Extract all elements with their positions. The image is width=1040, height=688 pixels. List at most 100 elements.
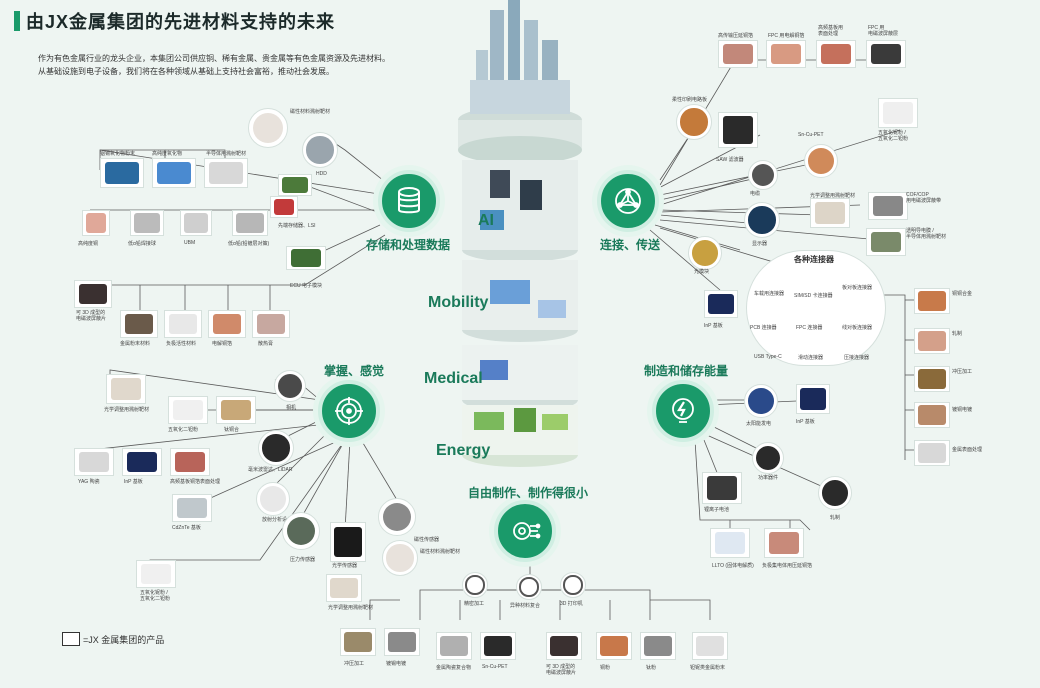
label-inp-connect: InP 基板 bbox=[704, 323, 723, 329]
product-fpc-shield bbox=[866, 40, 906, 68]
product-zro2 bbox=[878, 98, 918, 128]
label-sn-cu-pet-create: Sn-Cu-PET bbox=[482, 664, 508, 670]
network-globe-icon bbox=[615, 188, 641, 214]
li-battery-image bbox=[702, 472, 742, 504]
label-conn-sim: SIM/SD 卡连接器 bbox=[794, 293, 833, 299]
product-copper-powder bbox=[596, 632, 632, 660]
label-inp-sense: InP 基板 bbox=[124, 479, 143, 485]
label-radiation: 放射分析设备 bbox=[262, 517, 293, 523]
label-sn-cu-pet: Sn-Cu-PET bbox=[798, 132, 824, 138]
label-hf-foil: 高传输压延铜箔 bbox=[718, 33, 754, 39]
product-ta-powder bbox=[136, 560, 176, 588]
product-hp-foil bbox=[816, 40, 856, 68]
hub-create-label: 自由制作、制作得很小 bbox=[468, 486, 589, 500]
label-hdd: HDD bbox=[316, 171, 327, 177]
product-optical-target-sense bbox=[106, 374, 146, 404]
composite-cube-icon bbox=[516, 574, 542, 600]
product-titanium-copper bbox=[216, 396, 256, 424]
hub-sense bbox=[318, 380, 380, 442]
label-ta-powder: 五氧化铌粉 / 五氧化二钽粉 bbox=[140, 590, 171, 602]
label-optical-target: 光学调整用溅射靶材 bbox=[810, 193, 856, 199]
tower-svg bbox=[458, 0, 582, 467]
label-pressure: 压力传感器 bbox=[290, 557, 316, 563]
label-print3d: 3D 打印机 bbox=[560, 601, 583, 607]
product-recycle bbox=[914, 440, 950, 466]
product-lltc bbox=[710, 528, 750, 558]
label-opt-target2: 光学调整用溅射靶材 bbox=[328, 605, 374, 611]
label-semi-target: 半导体用溅射靶材 bbox=[206, 151, 247, 157]
product-magnetic-target-sense bbox=[382, 540, 418, 576]
label-storage-lsi: 先端存储器、LSI bbox=[278, 223, 316, 229]
hub-sense-label: 掌握、感觉 bbox=[324, 364, 385, 378]
label-plating-connect: 镀铜电镀 bbox=[952, 407, 973, 413]
connectors-panel bbox=[746, 250, 886, 366]
gear-circuit-icon bbox=[513, 522, 541, 540]
label-cathode-power: 负极集电体用压延铜箔 bbox=[762, 563, 813, 569]
product-fpc-foil bbox=[766, 40, 806, 68]
solar-panel-image bbox=[744, 384, 778, 418]
database-icon bbox=[398, 187, 420, 214]
product-press-create bbox=[340, 628, 376, 656]
product-rolled-copper bbox=[82, 210, 110, 236]
label-conn-wire: 线对板连接器 bbox=[842, 325, 873, 331]
label-conn-auto: 车载用连接器 bbox=[754, 291, 785, 297]
product-low-alpha bbox=[130, 210, 164, 236]
label-copper-powder: 铜粉 bbox=[600, 665, 611, 671]
label-cathode: 负极活性材料 bbox=[166, 341, 197, 347]
product-plating-connect bbox=[914, 402, 950, 428]
transceiver-image bbox=[688, 236, 722, 270]
label-fpc-shield: FPC 用 电磁波屏蔽层 bbox=[868, 25, 899, 37]
saw-filter-image bbox=[718, 112, 758, 148]
product-electrolytic bbox=[208, 310, 246, 338]
label-conn-pcb: PCB 连接器 bbox=[750, 325, 777, 331]
product-ito-powder bbox=[100, 158, 144, 188]
label-cof: COF/COP 用电磁波屏蔽带 bbox=[906, 192, 942, 204]
label-metal-piece: 金属粉末材料 bbox=[120, 341, 151, 347]
label-conn-board: 板对板连接器 bbox=[842, 285, 873, 291]
radar-target-icon bbox=[335, 397, 363, 425]
label-lltc: LLTO (固体电解质) bbox=[712, 563, 754, 569]
magnifier-tool-icon bbox=[462, 572, 488, 598]
product-rolling bbox=[914, 328, 950, 354]
product-ti-powder bbox=[640, 632, 676, 660]
printer-3d-icon bbox=[560, 572, 586, 598]
label-micro: 精密加工 bbox=[464, 601, 485, 607]
product-metal-piece bbox=[120, 310, 158, 338]
product-semi-target bbox=[204, 158, 248, 188]
label-amorphous: 钽铌类金属粉末 bbox=[690, 665, 726, 671]
product-cathode-power bbox=[764, 528, 804, 558]
label-cdznte: CdZnTe 基板 bbox=[172, 525, 201, 531]
label-li-battery: 锂离子电池 bbox=[704, 507, 730, 513]
ecu-module-image bbox=[286, 246, 326, 270]
radiation-device-image bbox=[256, 482, 290, 516]
product-fpc-3d-create bbox=[546, 632, 582, 660]
label-hf-oxide: 高纯度氧化物 bbox=[152, 151, 183, 157]
lightning-bulb-icon bbox=[672, 398, 694, 423]
product-sn-cu-pet-create bbox=[480, 632, 516, 660]
label-transparent: 透明导电膜 / 半导体用溅射靶材 bbox=[906, 228, 947, 240]
label-bar-copper: 铜铜合金 bbox=[952, 291, 973, 297]
label-rolled-copper: 高纯度铜 bbox=[78, 241, 99, 247]
keyword-mobility: Mobility bbox=[428, 294, 489, 311]
intro-text: 作为有色金属行业的龙头企业，本集团公司供应铜、稀有金属、贵金属等有色金属资源及先… bbox=[38, 52, 418, 78]
hub-power-label: 制造和储存能量 bbox=[644, 364, 729, 378]
label-conn-slide: 滑动连接器 bbox=[798, 355, 824, 361]
label-tantalum-oxide: 五氧化二钽粉 bbox=[168, 427, 199, 433]
product-yag bbox=[74, 448, 114, 476]
keyword-medical: Medical bbox=[424, 370, 483, 387]
legend: =JX 金属集团的产品 bbox=[62, 632, 164, 646]
label-ecu: ECU 电子模块 bbox=[290, 283, 322, 289]
label-rolling-connect: 轧制 bbox=[952, 331, 963, 337]
label-plating-create: 镀锡电镀 bbox=[386, 661, 407, 667]
product-copper-foil bbox=[232, 210, 268, 236]
label-ti-powder: 钛粉 bbox=[646, 665, 657, 671]
label-conn-press: 压接连接器 bbox=[844, 355, 870, 361]
label-optical-target-sense: 光学调整用溅射靶材 bbox=[104, 407, 150, 413]
product-fpc-3d bbox=[74, 280, 112, 308]
label-press-connect: 冲压加工 bbox=[952, 369, 973, 375]
hub-storage bbox=[378, 170, 440, 232]
title-accent-bar bbox=[14, 11, 20, 31]
label-titanium-copper: 钛铜合 bbox=[224, 427, 240, 433]
label-lidar: 毫米波雷达、LiDAR bbox=[248, 467, 293, 473]
label-flex-board: 柔性印刷电路板 bbox=[672, 97, 708, 103]
